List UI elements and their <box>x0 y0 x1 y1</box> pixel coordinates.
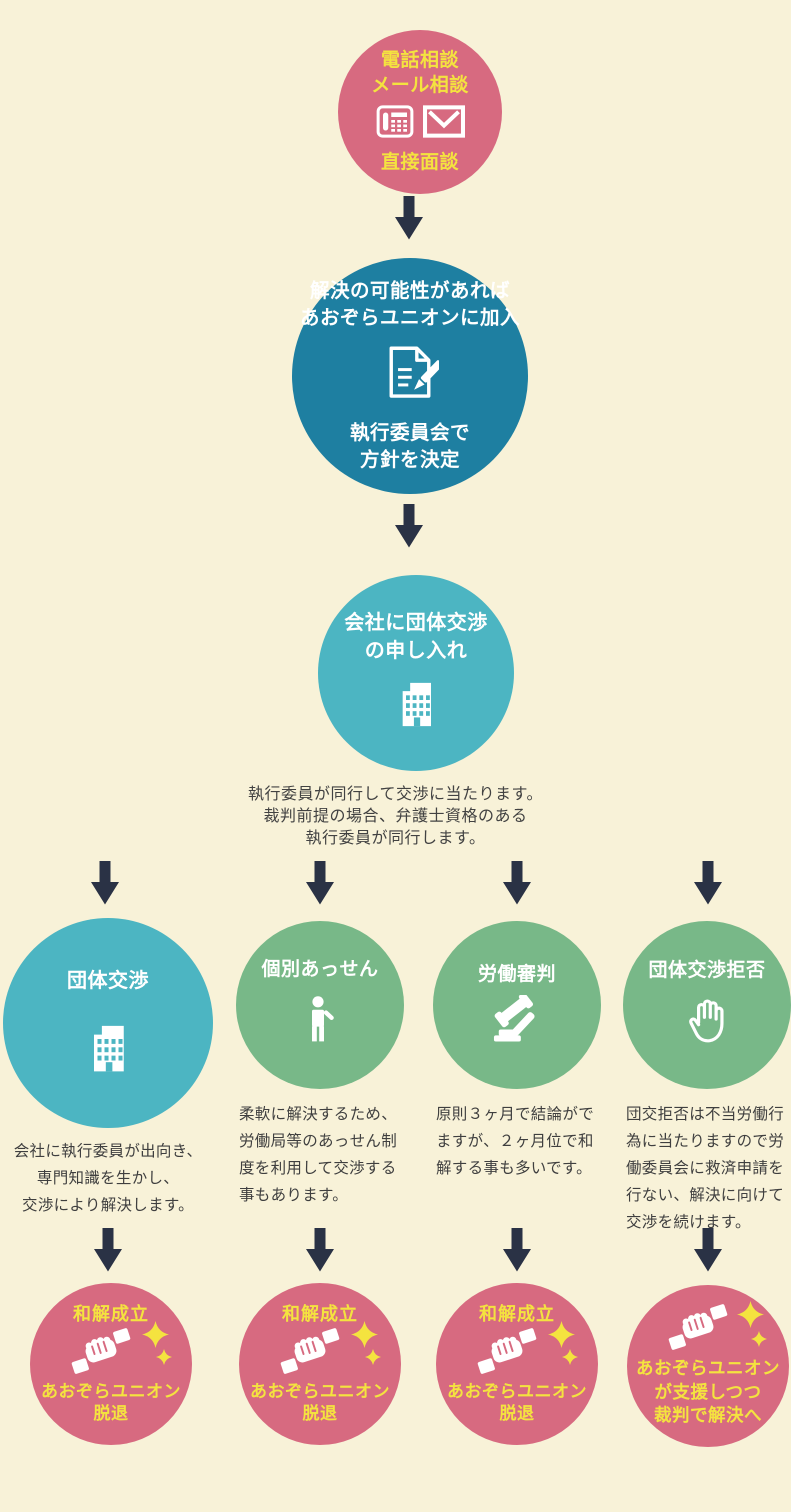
fax-icon <box>376 105 414 146</box>
join-condition-label: 解決の可能性があれば あおぞらユニオンに加入 <box>299 280 520 329</box>
consultation-methods-label: 電話相談 メール相談 <box>371 50 469 96</box>
building-icon <box>87 1020 129 1077</box>
branch-circle-collective-bargaining: 団体交渉 <box>3 918 213 1128</box>
down-arrow <box>93 1228 123 1272</box>
branch-title: 個別あっせん <box>261 959 379 980</box>
settlement-label: 和解成立 <box>282 1304 358 1324</box>
branch-description: 団交拒否は不当労働行 為に当たりますので労 働委員会に救済申請を 行ない、解決に… <box>626 1106 785 1231</box>
person-icon <box>304 990 336 1053</box>
down-arrow <box>90 861 120 905</box>
handshake-icon <box>66 1328 136 1379</box>
branch-circle-individual-mediation: 個別あっせん <box>236 921 404 1089</box>
join-union-circle: 解決の可能性があれば あおぞらユニオンに加入 執行委員会で 方針を決定 <box>292 258 528 494</box>
down-arrow <box>693 861 723 905</box>
committee-decision-label: 執行委員会で 方針を決定 <box>349 422 470 471</box>
handshake-icon <box>275 1328 345 1379</box>
mail-icon <box>422 105 465 146</box>
branch-circle-labor-tribunal: 労働審判 <box>433 921 601 1089</box>
branch-description: 会社に執行委員が出向き、 専門知識を生かし、 交渉により解決します。 <box>13 1143 203 1214</box>
negotiation-request-circle: 会社に団体交渉 の申し入れ <box>318 575 514 771</box>
withdrawal-label: あおぞらユニオン 脱退 <box>250 1382 390 1423</box>
gavel-icon <box>491 992 543 1048</box>
consultation-circle: 電話相談 メール相談 <box>338 30 502 194</box>
branch-title: 団体交渉 <box>67 970 149 992</box>
result-circle-settlement-3: 和解成立 あおぞらユニオン 脱退 <box>436 1283 598 1445</box>
direct-meeting-label: 直接面談 <box>380 151 459 173</box>
down-arrow <box>394 196 424 240</box>
branch-title: 労働審判 <box>477 964 556 985</box>
branch-description: 原則３ヶ月で結論がで ますが、２ヶ月位で和 解する事も多いです。 <box>436 1106 595 1177</box>
sparkle-icon <box>548 1321 575 1348</box>
negotiation-request-label: 会社に団体交渉 の申し入れ <box>344 612 488 662</box>
branch-circle-bargaining-refusal: 団体交渉拒否 <box>623 921 791 1089</box>
withdrawal-label: あおぞらユニオン 脱退 <box>447 1382 587 1423</box>
document-pen-icon <box>381 342 443 412</box>
sparkle-icon <box>142 1321 169 1348</box>
branch-title: 団体交渉拒否 <box>648 960 766 981</box>
settlement-label: 和解成立 <box>479 1304 555 1324</box>
handshake-icon <box>472 1328 542 1379</box>
building-icon <box>396 677 436 736</box>
court-support-label: あおぞらユニオン が支援しつつ 裁判で解決へ <box>636 1358 780 1426</box>
settlement-label: 和解成立 <box>73 1304 149 1324</box>
down-arrow <box>305 861 335 905</box>
handshake-icon <box>663 1304 733 1355</box>
down-arrow <box>305 1228 335 1272</box>
down-arrow <box>394 504 424 548</box>
sparkle-icon <box>156 1349 172 1365</box>
sparkle-icon <box>562 1349 578 1365</box>
consultation-icons <box>376 105 465 146</box>
down-arrow <box>693 1228 723 1272</box>
result-circle-settlement-1: 和解成立 あおぞらユニオン 脱退 <box>30 1283 192 1445</box>
result-circle-settlement-2: 和解成立 あおぞらユニオン 脱退 <box>239 1283 401 1445</box>
sparkle-icon <box>751 1331 767 1347</box>
negotiation-note: 執行委員が同行して交渉に当たります。 裁判前提の場合、弁護士資格のある 執行委員… <box>248 786 543 847</box>
down-arrow <box>502 1228 532 1272</box>
withdrawal-label: あおぞらユニオン 脱退 <box>41 1382 181 1423</box>
branch-description: 柔軟に解決するため、 労働局等のあっせん制 度を利用して交渉する 事もあります。 <box>239 1106 398 1204</box>
sparkle-icon <box>351 1321 378 1348</box>
raised-hand-icon <box>684 991 730 1052</box>
down-arrow <box>502 861 532 905</box>
result-circle-court-support: あおぞらユニオン が支援しつつ 裁判で解決へ <box>627 1285 789 1447</box>
sparkle-icon <box>737 1301 764 1328</box>
sparkle-icon <box>365 1349 381 1365</box>
